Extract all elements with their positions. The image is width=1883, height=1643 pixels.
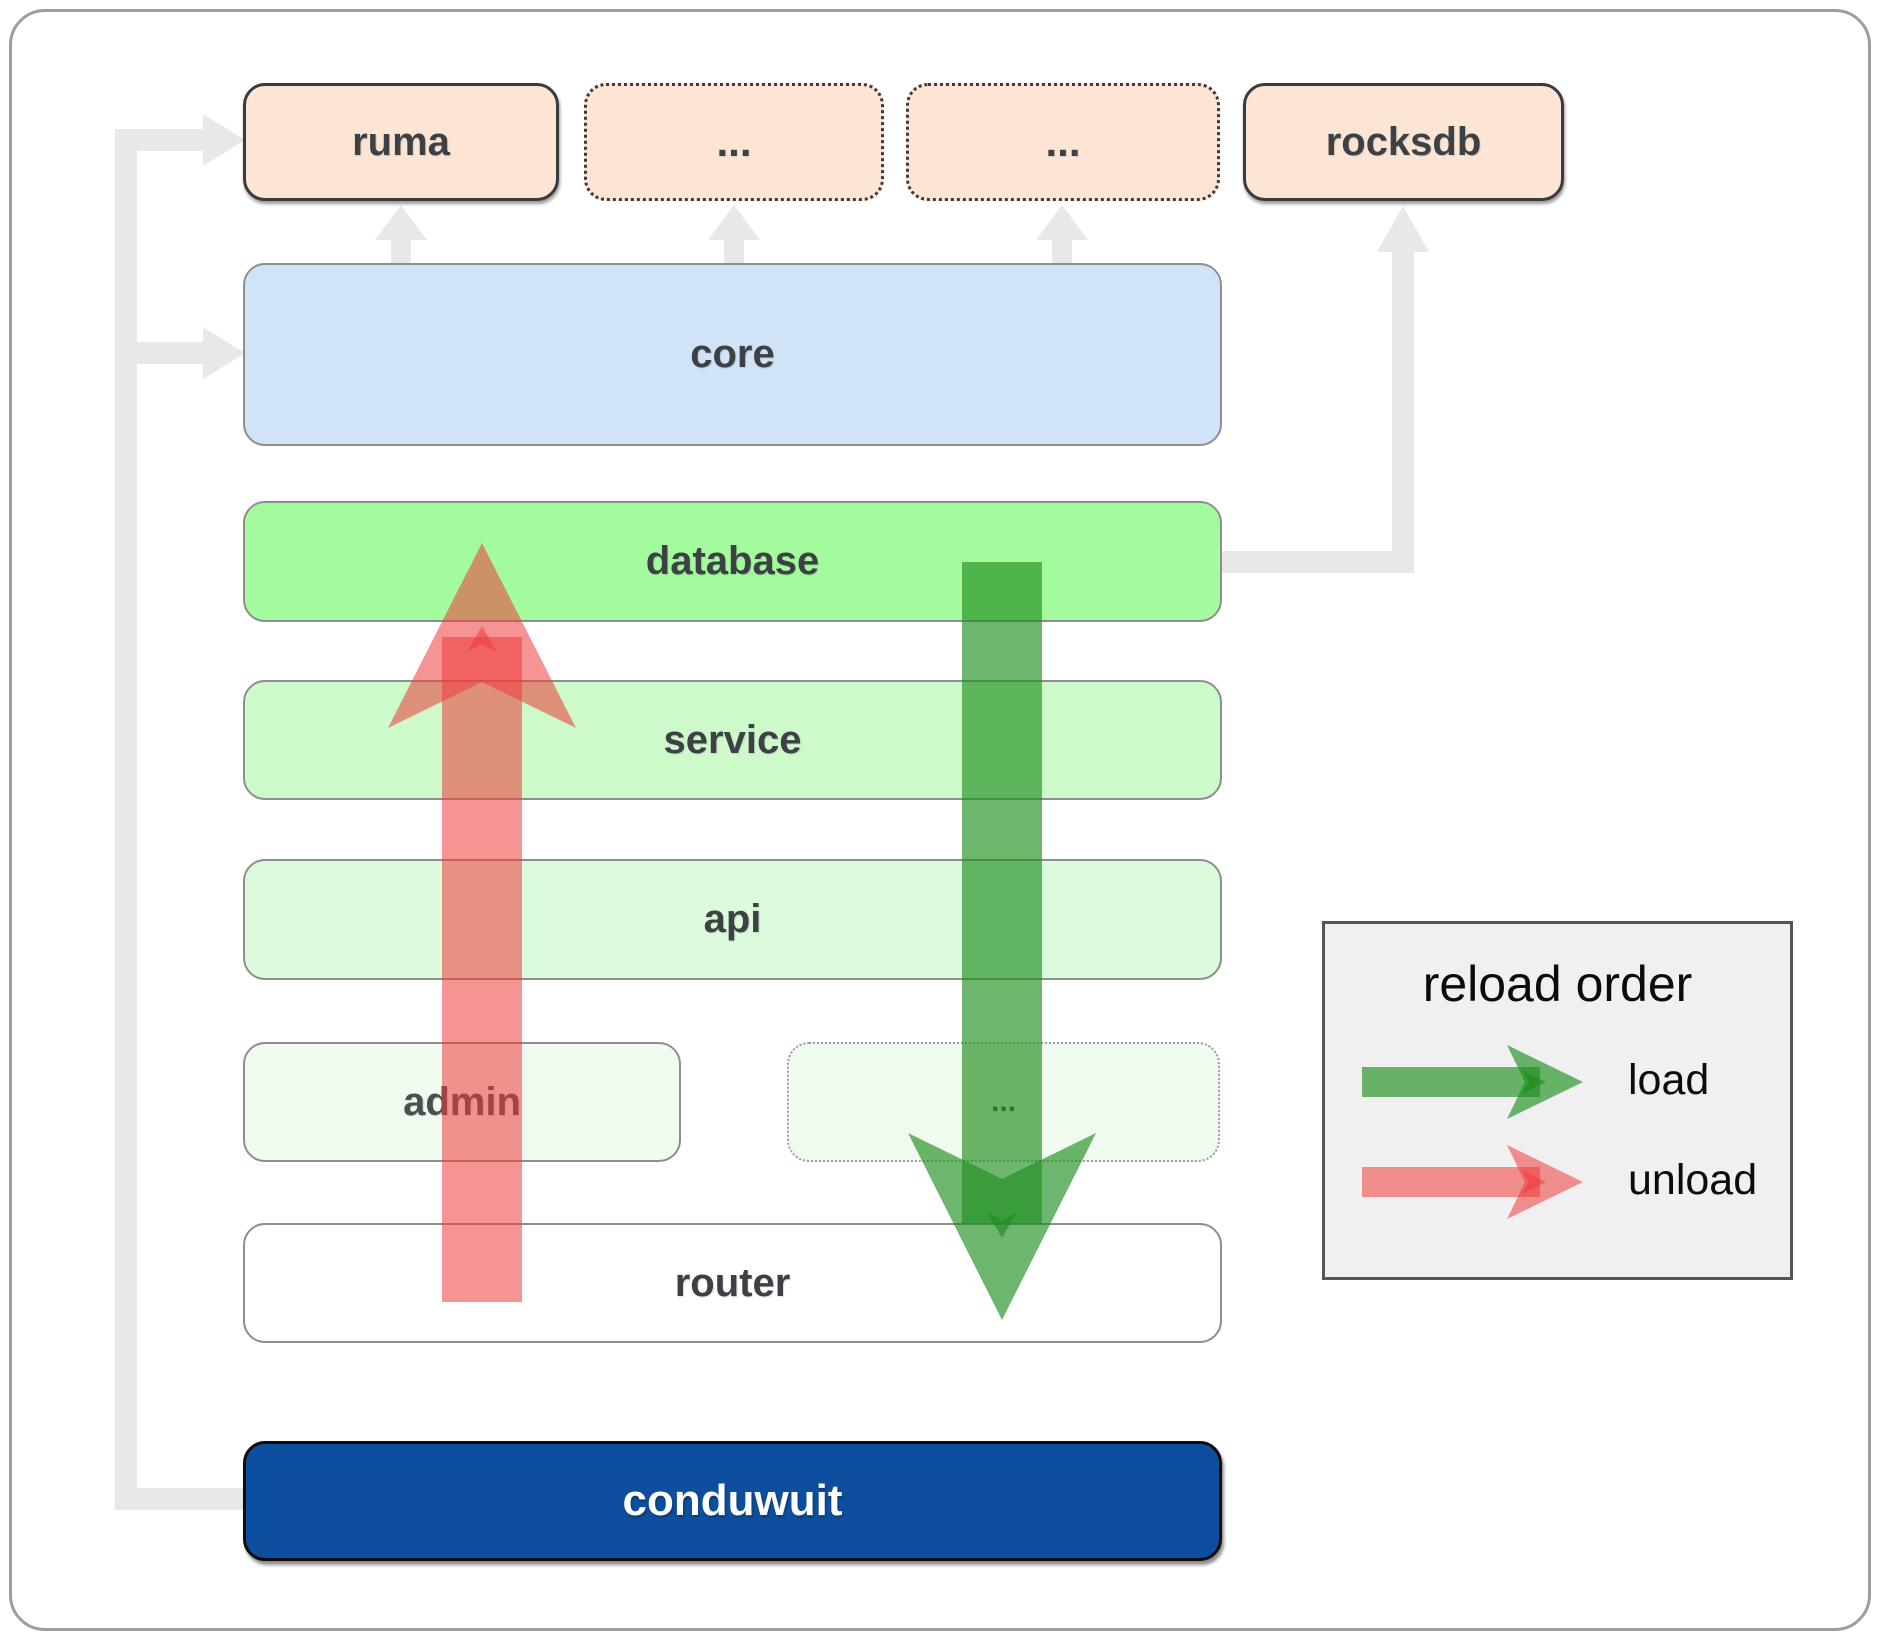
box-conduwuit-label: conduwuit	[622, 1476, 843, 1525]
up-arrowhead-icon	[1377, 206, 1429, 252]
up-arrowhead-icon	[1036, 205, 1088, 240]
legend: reload order	[1322, 921, 1793, 1280]
connector-conduwuit-to-ruma-core	[115, 114, 245, 1510]
legend-load-arrow-icon	[1362, 1045, 1583, 1119]
load-arrow-icon	[908, 562, 1096, 1320]
box-ruma: ruma	[243, 83, 559, 201]
box-conduwuit: conduwuit	[243, 1441, 1222, 1561]
up-arrowhead-icon	[708, 205, 760, 240]
box-api-label: api	[703, 897, 762, 941]
right-arrowhead-icon	[203, 327, 245, 379]
connector-core-to-ruma	[375, 205, 427, 265]
box-ellipsis-top-right: ...	[906, 83, 1220, 201]
box-rocksdb-label: rocksdb	[1325, 119, 1482, 164]
box-core: core	[243, 263, 1222, 446]
connector-core-to-ellipsis-2	[1036, 205, 1088, 265]
box-rocksdb: rocksdb	[1243, 83, 1564, 201]
unload-arrow-icon	[388, 543, 576, 1302]
box-router-label: router	[674, 1260, 791, 1305]
box-ellipsis-top-left: ...	[584, 83, 884, 201]
right-arrowhead-icon	[203, 114, 245, 166]
outer-border	[9, 9, 1871, 1631]
legend-unload-label: unload	[1628, 1156, 1758, 1204]
legend-load-label: load	[1628, 1056, 1710, 1104]
box-ellipsis-top-right-label: ...	[1045, 118, 1081, 165]
box-router: router	[243, 1223, 1222, 1343]
box-core-label: core	[690, 332, 775, 376]
connector-core-to-ellipsis-1	[708, 205, 760, 265]
box-database-label: database	[645, 539, 820, 583]
legend-unload-arrow-icon	[1362, 1145, 1583, 1219]
box-ellipsis-top-left-label: ...	[716, 118, 752, 165]
box-ruma-label: ruma	[352, 119, 450, 164]
legend-title: reload order	[1422, 956, 1693, 1012]
box-service-label: service	[663, 717, 802, 762]
box-api: api	[243, 859, 1222, 980]
up-arrowhead-icon	[375, 205, 427, 240]
connector-database-to-rocksdb	[1222, 206, 1429, 573]
box-database: database	[243, 501, 1222, 622]
